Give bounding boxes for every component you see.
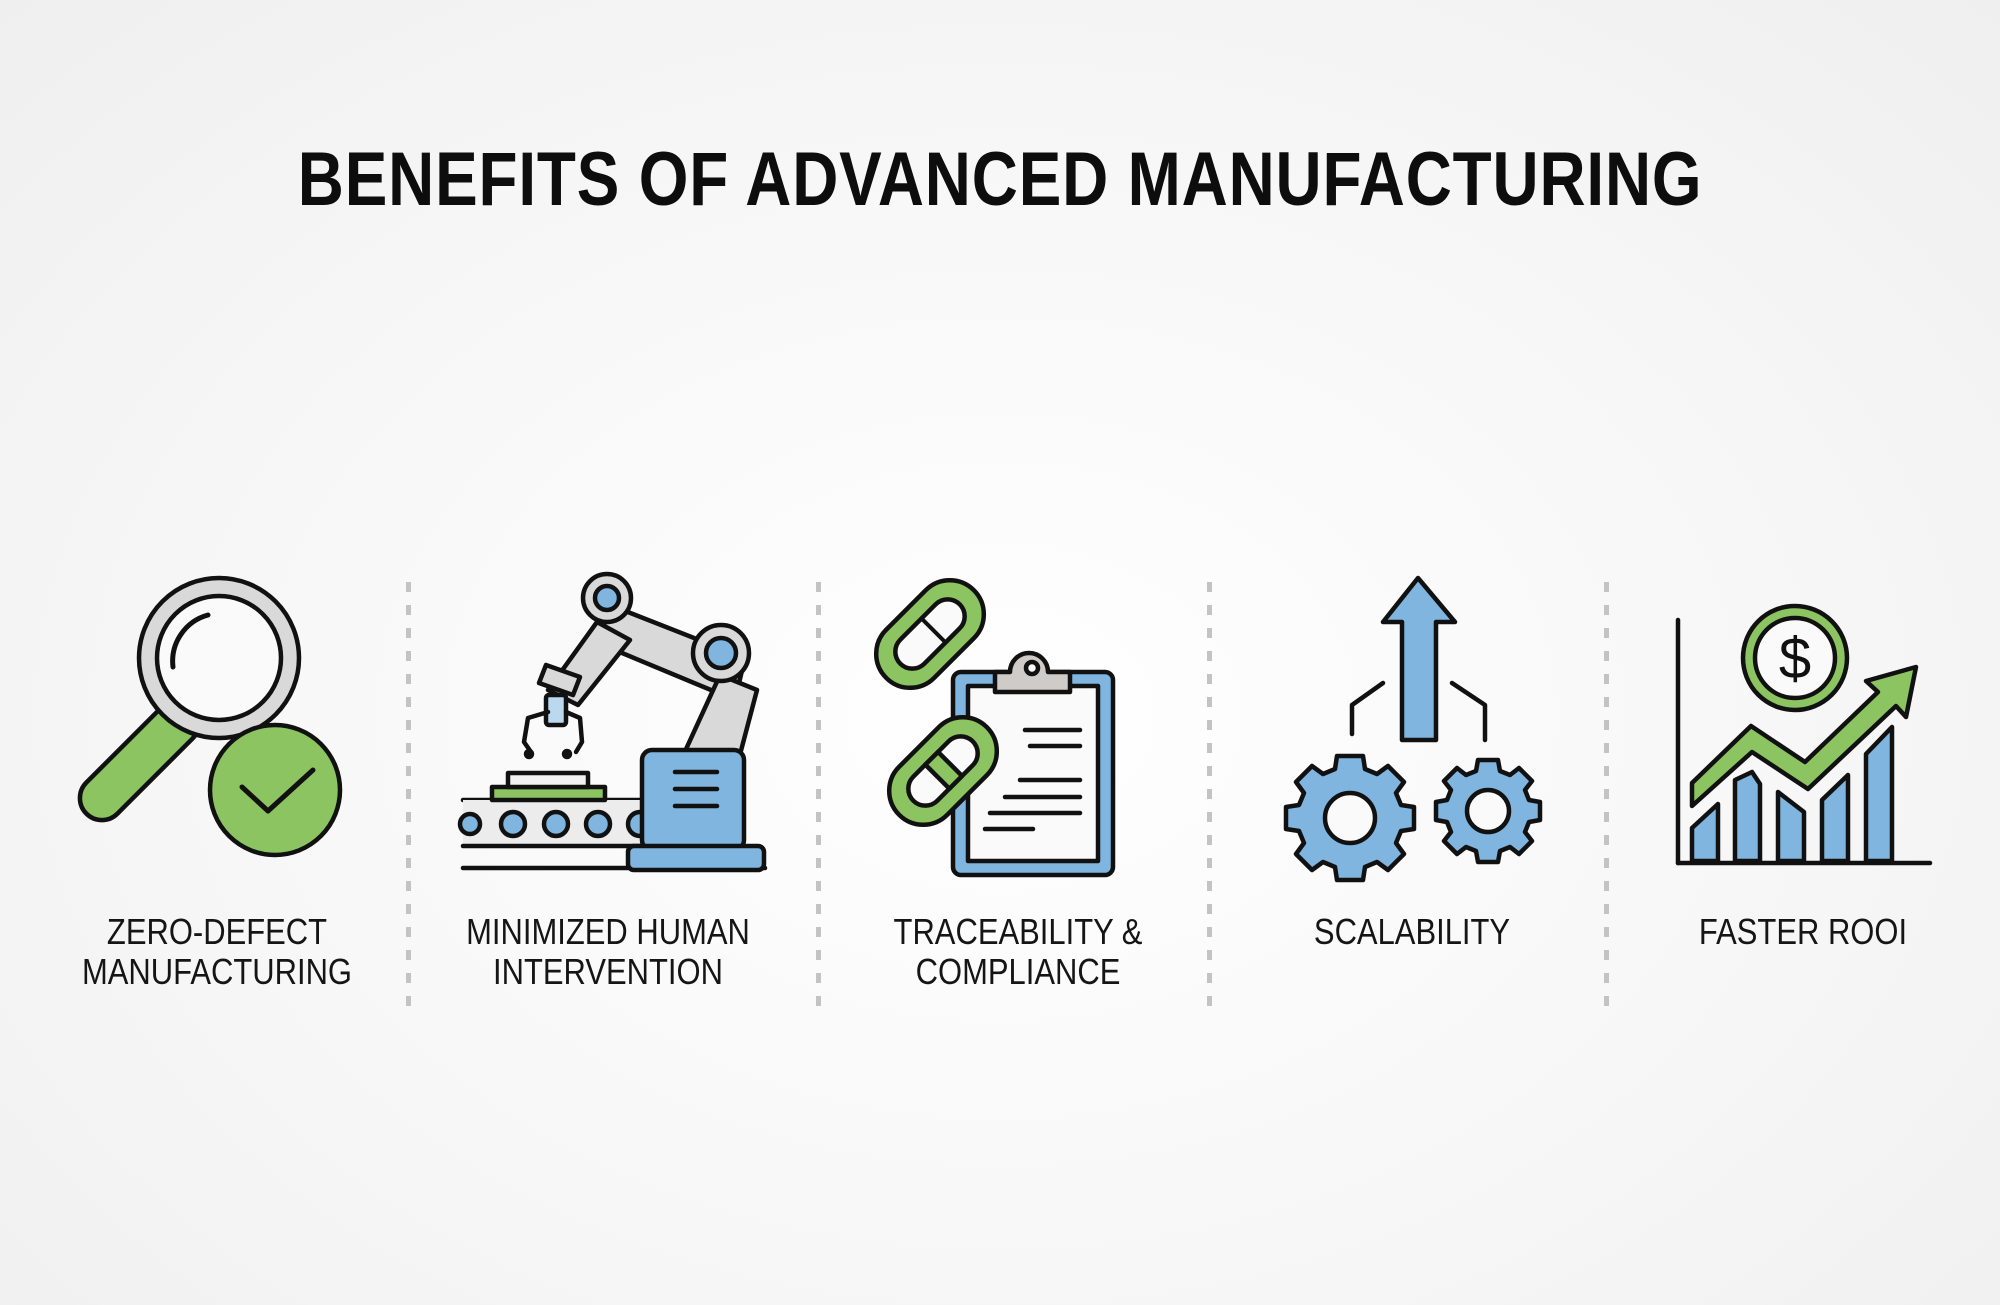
column-divider <box>1207 582 1212 1010</box>
benefit-label-line1: SCALABILITY <box>1313 911 1511 952</box>
benefit-label-zero-defect: ZERO-DEFECT MANUFACTURING <box>27 912 407 992</box>
column-divider <box>406 582 411 1010</box>
robotic-arm-icon <box>457 571 768 873</box>
page-title: BENEFITS OF ADVANCED MANUFACTURING <box>0 140 2000 220</box>
benefit-label-line1: FASTER ROOI <box>1698 911 1908 952</box>
column-divider <box>816 582 821 1010</box>
benefit-label-line1: ZERO-DEFECT <box>106 911 328 952</box>
chain-clipboard-icon <box>873 577 1116 878</box>
benefit-label-minimized-human-intervention: MINIMIZED HUMAN INTERVENTION <box>418 912 798 992</box>
benefit-label-line1: TRACEABILITY & <box>893 911 1143 952</box>
benefit-label-traceability-compliance: TRACEABILITY & COMPLIANCE <box>828 912 1208 992</box>
gears-arrow-up-icon <box>1283 575 1543 883</box>
benefit-label-line2: COMPLIANCE <box>915 951 1121 992</box>
dollar-sign-icon: $ <box>1779 626 1811 691</box>
benefit-label-scalability: SCALABILITY <box>1222 912 1602 952</box>
page-title-text: BENEFITS OF ADVANCED MANUFACTURING <box>297 137 1703 222</box>
column-divider <box>1604 582 1609 1010</box>
benefit-label-line2: MANUFACTURING <box>81 951 353 992</box>
magnifier-check-icon <box>77 575 343 858</box>
benefit-label-faster-roi: FASTER ROOI <box>1613 912 1993 952</box>
benefit-label-line1: MINIMIZED HUMAN <box>466 911 750 952</box>
benefit-label-line2: INTERVENTION <box>493 951 723 992</box>
dollar-growth-chart-icon <box>1675 603 1933 866</box>
